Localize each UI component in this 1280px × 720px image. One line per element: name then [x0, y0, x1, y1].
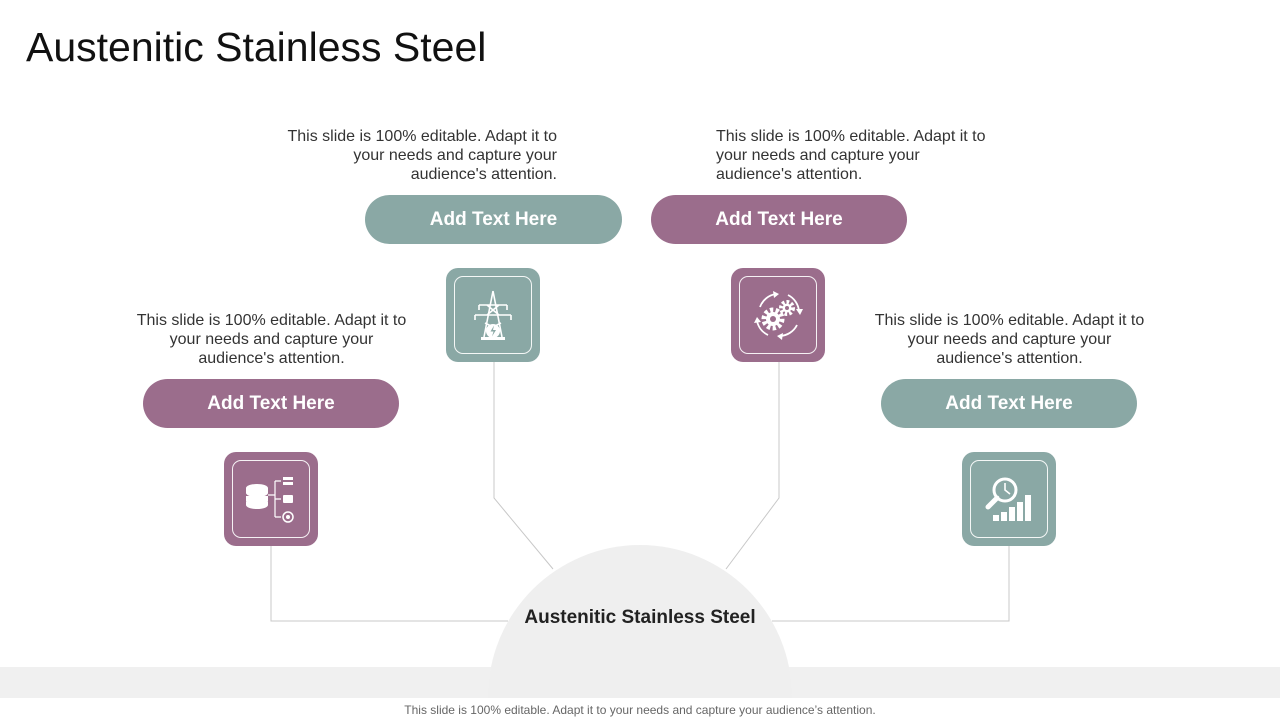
item-2-button[interactable]: Add Text Here: [365, 195, 622, 244]
item-2-description: This slide is 100% editable. Adapt it to…: [287, 128, 558, 183]
item-2-icon-box: [446, 268, 540, 362]
item-4-description: This slide is 100% editable. Adapt it to…: [874, 312, 1145, 367]
gears-cycle-icon: [754, 291, 803, 340]
item-3-icon-box: [731, 268, 825, 362]
analytics-magnifier-icon: [985, 477, 1031, 521]
footer-note: This slide is 100% editable. Adapt it to…: [404, 703, 876, 717]
power-tower-icon: [474, 290, 512, 340]
item-4-button[interactable]: Add Text Here: [881, 379, 1137, 428]
page-title: Austenitic Stainless Steel: [26, 24, 487, 70]
item-1-icon-box: [224, 452, 318, 546]
item-4-icon-box: [962, 452, 1056, 546]
database-network-icon: [246, 477, 294, 523]
center-label: Austenitic Stainless Steel: [524, 607, 756, 628]
item-1-button[interactable]: Add Text Here: [143, 379, 399, 428]
item-1-description: This slide is 100% editable. Adapt it to…: [136, 312, 407, 367]
item-3-description: This slide is 100% editable. Adapt it to…: [716, 128, 986, 183]
item-3-button[interactable]: Add Text Here: [651, 195, 907, 244]
